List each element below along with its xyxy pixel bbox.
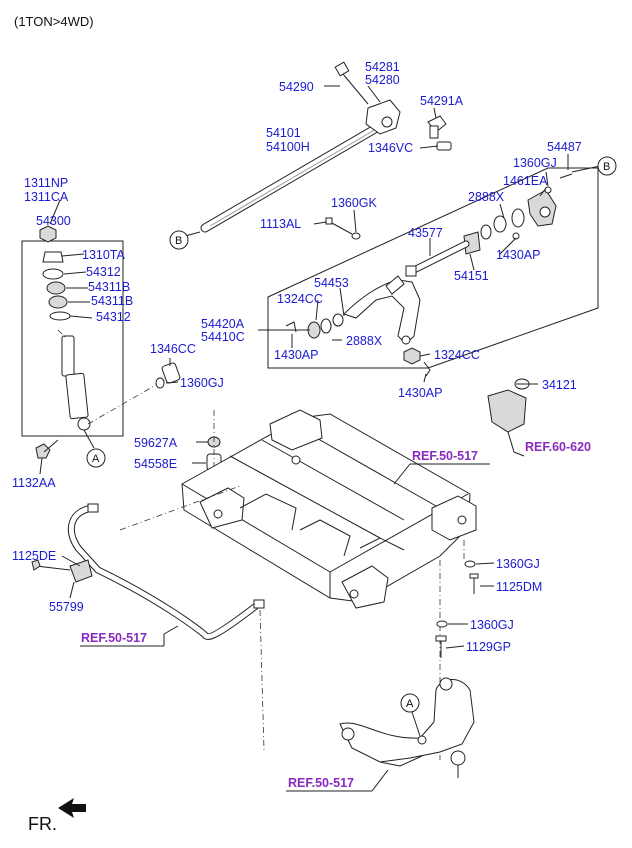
label-1461ea: 1461EA <box>503 174 548 188</box>
upper-arm-group-outline <box>267 167 599 369</box>
label-1129gp: 1129GP <box>466 640 511 654</box>
anchor-arm <box>334 61 401 135</box>
label-54410c: 54410C <box>201 330 245 344</box>
label-54281: 54281 <box>365 60 400 74</box>
pivot-shaft <box>405 240 470 277</box>
label-54290: 54290 <box>279 80 314 94</box>
front-indicator: FR. <box>28 798 86 834</box>
bolt-1129gp <box>435 635 447 658</box>
label-54487: 54487 <box>547 140 582 154</box>
part-labels: 54281 54280 54290 54291A 54101 54100H 13… <box>12 60 582 654</box>
bracket-54487 <box>527 189 557 227</box>
marker-b-circle <box>169 230 189 250</box>
lower-control-arm <box>339 677 475 778</box>
label-1113al: 1113AL <box>260 217 301 231</box>
marker-a-bottom: A <box>406 698 414 710</box>
label-1430ap-c: 1430AP <box>398 386 442 400</box>
label-1311ca: 1311CA <box>24 190 69 204</box>
label-1125de: 1125DE <box>12 549 56 563</box>
front-arrow-icon <box>58 798 86 818</box>
label-59627a: 59627A <box>134 436 178 450</box>
label-54280: 54280 <box>365 73 400 87</box>
label-43577: 43577 <box>408 226 443 240</box>
nut-1324cc <box>403 347 431 377</box>
label-54558e: 54558E <box>134 457 177 471</box>
label-1346cc: 1346CC <box>150 342 196 356</box>
bolt-1132aa <box>35 439 59 459</box>
stabilizer-bar <box>67 503 265 640</box>
frame-crossmember <box>181 409 477 609</box>
label-54420a: 54420A <box>201 317 245 331</box>
bracket-34121 <box>487 378 530 453</box>
torsion-bar <box>200 121 385 233</box>
label-1360gj-c: 1360GJ <box>496 557 540 571</box>
label-1311np: 1311NP <box>24 176 68 190</box>
label-54311b-b: 54311B <box>91 294 133 308</box>
label-1360gk: 1360GK <box>331 196 378 210</box>
label-1430ap-a: 1430AP <box>496 248 540 262</box>
bushing-group <box>463 208 525 255</box>
leader-lines <box>39 85 569 792</box>
stabilizer-bushing <box>31 559 93 583</box>
label-1360gj-a: 1360GJ <box>513 156 557 170</box>
label-1360gj-d: 1360GJ <box>470 618 514 632</box>
nut-1346vc <box>436 141 452 151</box>
label-1346vc: 1346VC <box>368 141 413 155</box>
ref-50-517-left[interactable]: REF.50-517 <box>81 631 147 645</box>
ref-50-517-bottom[interactable]: REF.50-517 <box>288 776 354 790</box>
label-2888x-a: 2888X <box>468 190 505 204</box>
label-54312-b: 54312 <box>96 310 131 324</box>
label-54453: 54453 <box>314 276 349 290</box>
marker-b-right: B <box>603 161 610 173</box>
label-2888x-b: 2888X <box>346 334 383 348</box>
label-1125dm: 1125DM <box>496 580 542 594</box>
label-1360gj-b: 1360GJ <box>180 376 224 390</box>
shock-absorber-box <box>21 240 124 437</box>
label-1310ta: 1310TA <box>82 248 126 262</box>
label-1324cc-a: 1324CC <box>277 292 323 306</box>
label-54300: 54300 <box>36 214 71 228</box>
front-label: FR. <box>28 814 57 834</box>
upper-control-arm <box>343 275 421 345</box>
label-54101: 54101 <box>266 126 301 140</box>
diagram-title: (1TON>4WD) <box>14 14 94 29</box>
bolt-1125dm <box>469 573 479 594</box>
label-54100h: 54100H <box>266 140 310 154</box>
label-1430ap-b: 1430AP <box>274 348 318 362</box>
shock-nut <box>39 225 57 243</box>
label-55799: 55799 <box>49 600 84 614</box>
ref-50-517-top[interactable]: REF.50-517 <box>412 449 478 463</box>
label-1324cc-b: 1324CC <box>434 348 480 362</box>
label-54151: 54151 <box>454 269 489 283</box>
upper-arm-bushings <box>285 313 344 339</box>
label-54311b-a: 54311B <box>88 280 130 294</box>
bushing-1346cc <box>155 362 181 389</box>
adjust-bolt-54291a <box>427 115 447 139</box>
label-54312-a: 54312 <box>86 265 121 279</box>
marker-b-left: B <box>175 235 182 247</box>
ref-60-620[interactable]: REF.60-620 <box>525 440 591 454</box>
shock-absorber <box>42 251 91 431</box>
label-34121: 34121 <box>542 378 577 392</box>
label-1132aa: 1132AA <box>12 476 56 490</box>
label-54291a: 54291A <box>420 94 464 108</box>
marker-a-left: A <box>92 453 100 465</box>
